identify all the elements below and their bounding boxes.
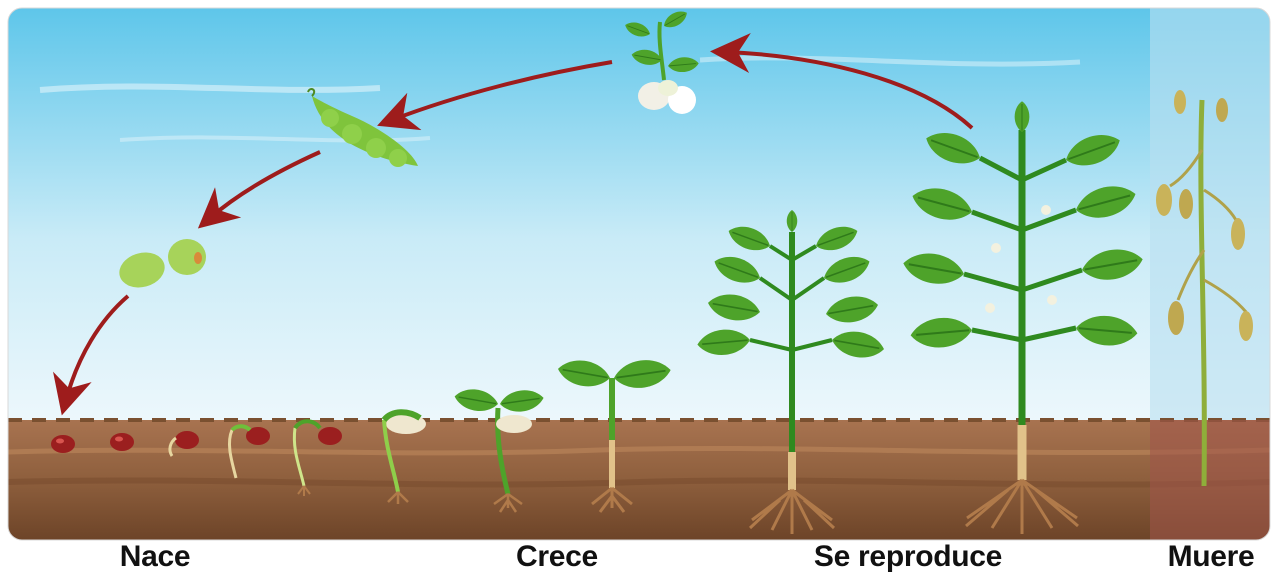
bean-seed-icon	[51, 435, 75, 453]
stage-label-muere: Muere	[1168, 540, 1255, 574]
stage-label-crece: Crece	[516, 540, 598, 574]
bean-seed-icon	[110, 433, 134, 451]
stage-label-se-reproduce: Se reproduce	[814, 540, 1002, 574]
stage-label-nace: Nace	[120, 540, 191, 574]
